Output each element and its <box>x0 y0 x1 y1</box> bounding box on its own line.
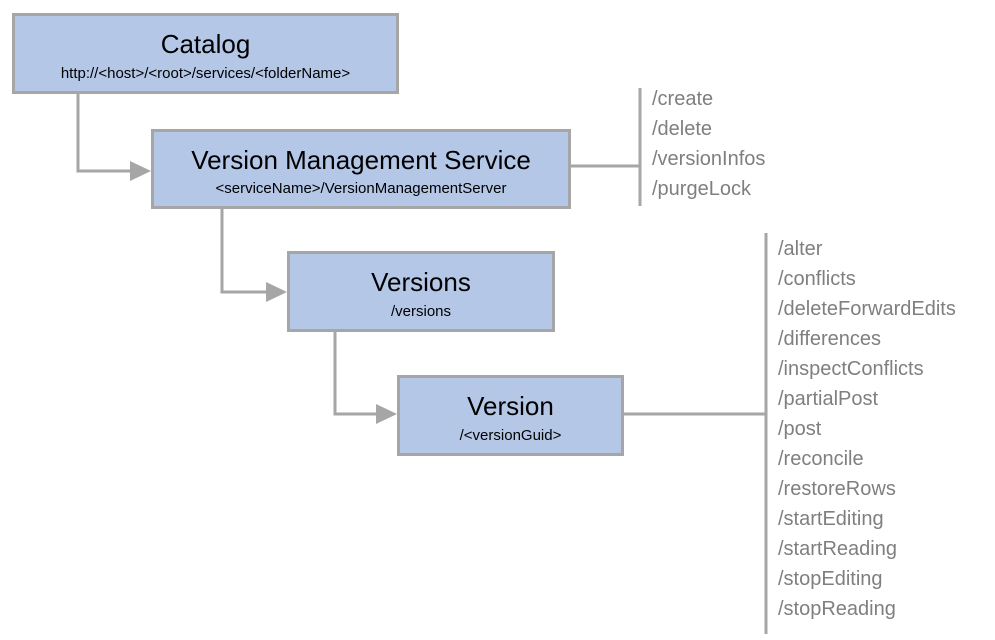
versions-to-version-connector <box>333 332 378 416</box>
operation-start-reading: /startReading <box>778 538 897 560</box>
versions-title: Versions <box>371 267 471 297</box>
operation-stop-reading: /stopReading <box>778 598 896 620</box>
operation-delete-forward-edits: /deleteForwardEdits <box>778 298 956 320</box>
operation-alter: /alter <box>778 238 823 260</box>
operation-start-editing: /startEditing <box>778 508 884 530</box>
version-node: Version /<versionGuid> <box>397 375 624 456</box>
version-management-service-node: Version Management Service <serviceName>… <box>151 129 571 209</box>
versions-node: Versions /versions <box>287 251 555 332</box>
version-path: /<versionGuid> <box>459 426 562 444</box>
versions-path: /versions <box>390 302 452 320</box>
vms-to-versions-connector <box>220 209 268 294</box>
versions-arrowhead <box>266 282 287 302</box>
catalog-node: Catalog http://<host>/<root>/services/<f… <box>12 13 399 94</box>
operation-differences: /differences <box>778 328 882 350</box>
version-title: Version <box>467 391 554 421</box>
operation-purge-lock: /purgeLock <box>652 178 751 200</box>
version-management-service-operations: /create /delete /versionInfos /purgeLock <box>652 84 765 204</box>
operation-reconcile: /reconcile <box>778 448 864 470</box>
operation-inspect-conflicts: /inspectConflicts <box>778 358 924 380</box>
operation-conflicts: /conflicts <box>778 268 856 290</box>
operation-version-infos: /versionInfos <box>652 148 766 170</box>
version-management-service-path: <serviceName>/VersionManagementServer <box>215 179 507 197</box>
version-operations: /alter /conflicts /deleteForwardEdits /d… <box>778 234 956 624</box>
catalog-title: Catalog <box>160 29 251 59</box>
version-management-service-title: Version Management Service <box>191 145 531 175</box>
operation-delete: /delete <box>652 118 713 140</box>
version-arrowhead <box>376 404 397 424</box>
operation-stop-editing: /stopEditing <box>778 568 883 590</box>
operation-post: /post <box>778 418 822 440</box>
vms-arrowhead <box>130 161 151 181</box>
catalog-path: http://<host>/<root>/services/<folderNam… <box>60 64 351 82</box>
operation-create: /create <box>652 88 714 110</box>
operation-partial-post: /partialPost <box>778 388 879 410</box>
catalog-to-vms-connector <box>76 94 132 173</box>
operation-restore-rows: /restoreRows <box>778 478 896 500</box>
